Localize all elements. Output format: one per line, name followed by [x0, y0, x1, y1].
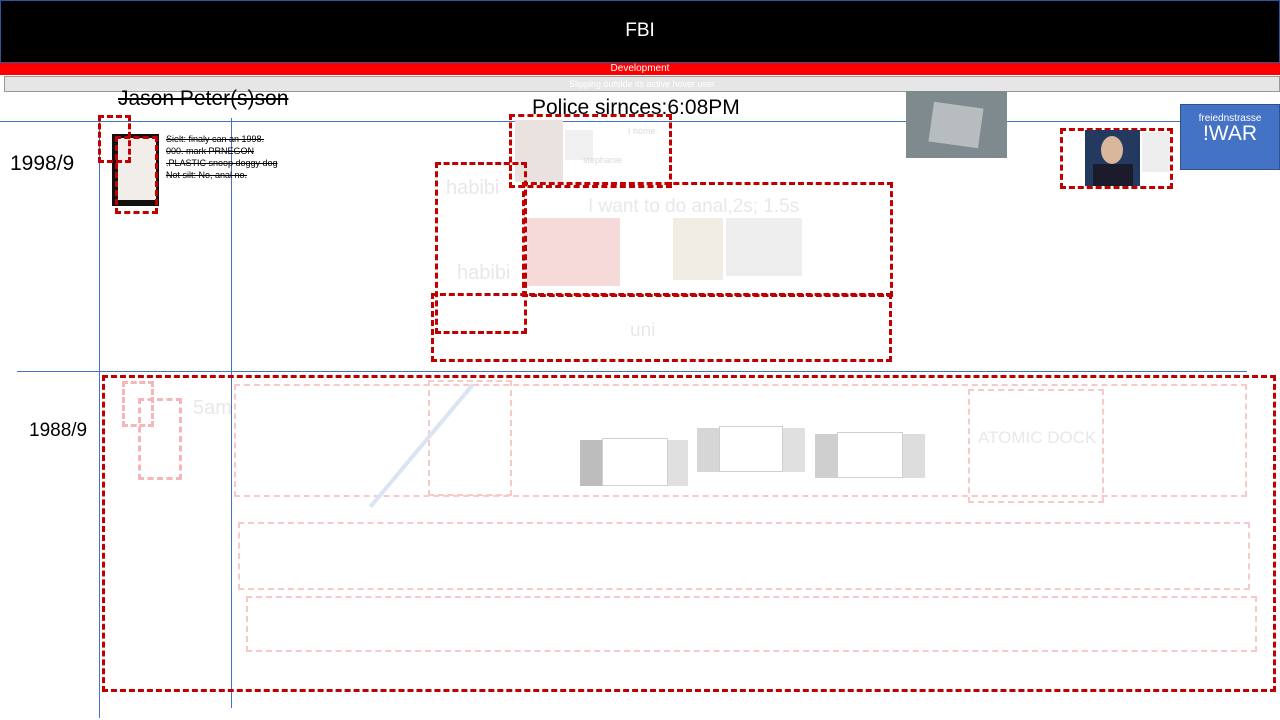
habibi-label-2: habibi [457, 262, 511, 284]
faded-highlight-row1 [234, 384, 1247, 497]
note-line-3: .PLASTIC snoop doggy dog [166, 158, 278, 168]
horizontal-guide-bottom [17, 371, 1247, 372]
highlight-uni [431, 293, 892, 362]
date-lower: 1988/9 [29, 420, 88, 441]
highlight-photo [115, 136, 158, 214]
badge-block-3a [815, 434, 837, 478]
uni-label: uni [630, 320, 656, 341]
singer-photo [515, 120, 563, 182]
note-line-4: Not silt: No, anal no. [166, 170, 248, 180]
badge-block-2c [783, 428, 805, 472]
faded-highlight-row3 [246, 596, 1257, 652]
stephanie-label: stephanie [583, 155, 623, 165]
faded-highlight-row2 [238, 522, 1250, 590]
header-bar [0, 0, 1280, 63]
person-photo [118, 138, 156, 200]
highlight-lower-region [102, 375, 1276, 692]
atomic-label: ATOMIC DOCK [978, 428, 1097, 447]
badge-block-2b [719, 426, 783, 472]
car-photo [726, 218, 802, 276]
war-big-label: !WAR [1202, 122, 1258, 145]
banner-development: Development [0, 63, 1280, 75]
notes-block: Sielt: finaly can an 1998. 000. mark PRN… [166, 133, 306, 181]
home-label: I home [628, 126, 656, 136]
faded-highlight-photo [138, 398, 182, 480]
badge-block-1a [580, 440, 602, 486]
header-title: FBI [625, 20, 655, 41]
fiveam-label: 5am [193, 397, 232, 419]
war-small-label: freiednstrasse [1198, 113, 1262, 124]
badge-block-2a [697, 428, 719, 472]
date-upper: 1998/9 [10, 152, 75, 175]
pentagon-photo [906, 91, 1007, 158]
highlight-photo-small [98, 115, 131, 163]
faded-highlight-col [428, 380, 512, 496]
habibi-label-1: habibi [446, 177, 500, 199]
vertical-guide-left [99, 115, 100, 718]
police-label: Police sirnces:6:08PM [532, 96, 740, 119]
vertical-guide-mid [231, 118, 232, 708]
badge-block-1c [668, 440, 688, 486]
faded-highlight-atomic [968, 389, 1104, 503]
woman-photo [673, 218, 723, 280]
horizontal-guide-top [0, 121, 1180, 122]
highlight-portrait [1060, 128, 1173, 189]
portrait-photo [1085, 130, 1140, 186]
highlight-habibi [435, 162, 527, 334]
want-label: I want to do anal,2s; 1.5s [588, 196, 800, 217]
person-name: Jason Peter(s)son [118, 87, 289, 110]
note-line-2: 000. mark PRNEGON [166, 146, 255, 156]
badge-block-1b [602, 438, 668, 486]
highlight-singer [509, 114, 672, 188]
note-line-1: Sielt: finaly can an 1998. [166, 134, 265, 144]
red-car-photo [527, 218, 620, 286]
portrait-side-photo [1142, 132, 1170, 172]
badge-block-3b [837, 432, 903, 478]
badge-block-3c [903, 434, 925, 478]
war-box: freiednstrasse !WAR [1180, 104, 1280, 170]
person-photo-frame [112, 134, 159, 206]
piano-icon [565, 130, 593, 160]
